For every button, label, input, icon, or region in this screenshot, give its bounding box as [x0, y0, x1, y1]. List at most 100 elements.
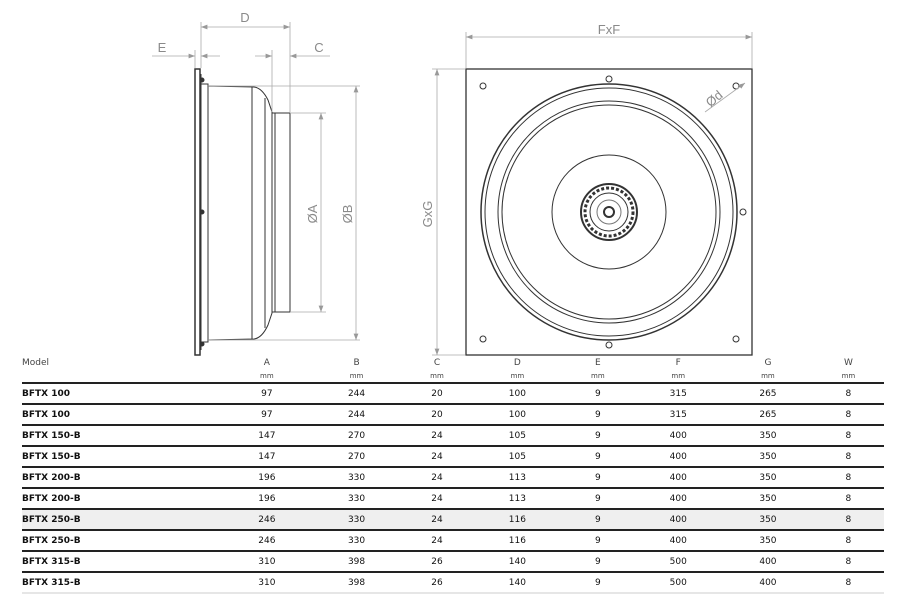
cell-a: 196 — [222, 467, 312, 489]
col-header-w: W — [843, 358, 853, 368]
cell-g: 350 — [723, 530, 813, 552]
front-dimensions — [432, 32, 753, 356]
cell-a: 147 — [222, 425, 312, 447]
cell-d: 105 — [472, 446, 563, 468]
cell-f: 400 — [633, 509, 724, 531]
cell-d: 113 — [472, 467, 563, 489]
cell-w: 8 — [812, 404, 884, 426]
cell-w: 8 — [812, 509, 884, 531]
cell-model: BFTX 150-B — [22, 425, 222, 447]
cell-f: 400 — [633, 488, 724, 510]
cell-c: 20 — [401, 383, 473, 405]
cell-b: 270 — [311, 425, 402, 447]
dim-label-d: D — [240, 10, 249, 25]
cell-a: 310 — [222, 572, 312, 594]
cell-model: BFTX 150-B — [22, 446, 222, 468]
unit-model — [22, 369, 222, 384]
dim-label-g: GxG — [420, 201, 435, 228]
side-dimensions — [152, 22, 360, 341]
cell-model: BFTX 250-B — [22, 509, 222, 531]
cell-g: 265 — [723, 383, 813, 405]
cell-c: 24 — [401, 488, 473, 510]
cell-w: 8 — [812, 572, 884, 594]
dimensions-table: Model A B C D E F G W mm mm mm mm mm mm … — [22, 357, 884, 594]
cell-a: 196 — [222, 488, 312, 510]
cell-d: 100 — [472, 383, 563, 405]
technical-drawing: D E C ØA ØB FxF GxG Ød — [152, 10, 753, 356]
cell-b: 398 — [311, 572, 402, 594]
cell-d: 113 — [472, 488, 563, 510]
unit-f: mm — [633, 369, 724, 384]
cell-w: 8 — [812, 383, 884, 405]
cell-a: 310 — [222, 551, 312, 573]
unit-g: mm — [723, 369, 813, 384]
cell-e: 9 — [562, 551, 634, 573]
cell-f: 400 — [633, 467, 724, 489]
cell-f: 500 — [633, 551, 724, 573]
cell-c: 24 — [401, 467, 473, 489]
cell-model: BFTX 315-B — [22, 551, 222, 573]
cell-w: 8 — [812, 530, 884, 552]
side-view — [194, 68, 291, 356]
cell-c: 24 — [401, 446, 473, 468]
cell-d: 116 — [472, 509, 563, 531]
cell-e: 9 — [562, 404, 634, 426]
cell-c: 24 — [401, 509, 473, 531]
cell-f: 400 — [633, 446, 724, 468]
col-header-d: D — [513, 358, 521, 368]
dim-label-e: E — [158, 40, 167, 55]
cell-e: 9 — [562, 383, 634, 405]
dim-label-f: FxF — [598, 22, 620, 37]
cell-a: 246 — [222, 530, 312, 552]
cell-model: BFTX 100 — [22, 404, 222, 426]
cell-e: 9 — [562, 530, 634, 552]
unit-d: mm — [472, 369, 563, 384]
cell-c: 26 — [401, 572, 473, 594]
cell-model: BFTX 200-B — [22, 467, 222, 489]
cell-b: 244 — [311, 383, 402, 405]
dim-label-a: ØA — [305, 204, 320, 223]
cell-d: 140 — [472, 572, 563, 594]
cell-b: 330 — [311, 467, 402, 489]
cell-w: 8 — [812, 446, 884, 468]
unit-a: mm — [222, 369, 312, 384]
cell-g: 350 — [723, 446, 813, 468]
cell-w: 8 — [812, 467, 884, 489]
unit-w: mm — [812, 369, 884, 384]
cell-d: 105 — [472, 425, 563, 447]
cell-c: 24 — [401, 530, 473, 552]
col-header-model: Model — [22, 358, 50, 368]
cell-e: 9 — [562, 425, 634, 447]
cell-b: 244 — [311, 404, 402, 426]
unit-c: mm — [401, 369, 473, 384]
cell-a: 147 — [222, 446, 312, 468]
cell-model: BFTX 250-B — [22, 530, 222, 552]
cell-d: 116 — [472, 530, 563, 552]
cell-w: 8 — [812, 488, 884, 510]
cell-a: 246 — [222, 509, 312, 531]
cell-g: 400 — [723, 551, 813, 573]
table-units-row: mm mm mm mm mm mm mm mm — [22, 369, 884, 384]
cell-c: 24 — [401, 425, 473, 447]
col-header-e: E — [594, 358, 601, 368]
cell-e: 9 — [562, 467, 634, 489]
cell-g: 350 — [723, 509, 813, 531]
cell-e: 9 — [562, 572, 634, 594]
dim-label-d-hole: Ød — [703, 87, 726, 110]
cell-f: 315 — [633, 404, 724, 426]
cell-c: 20 — [401, 404, 473, 426]
col-header-f: F — [675, 358, 681, 368]
col-header-a: A — [263, 358, 270, 368]
cell-w: 8 — [812, 425, 884, 447]
cell-c: 26 — [401, 551, 473, 573]
cell-g: 350 — [723, 467, 813, 489]
cell-g: 350 — [723, 425, 813, 447]
cell-e: 9 — [562, 446, 634, 468]
cell-a: 97 — [222, 383, 312, 405]
